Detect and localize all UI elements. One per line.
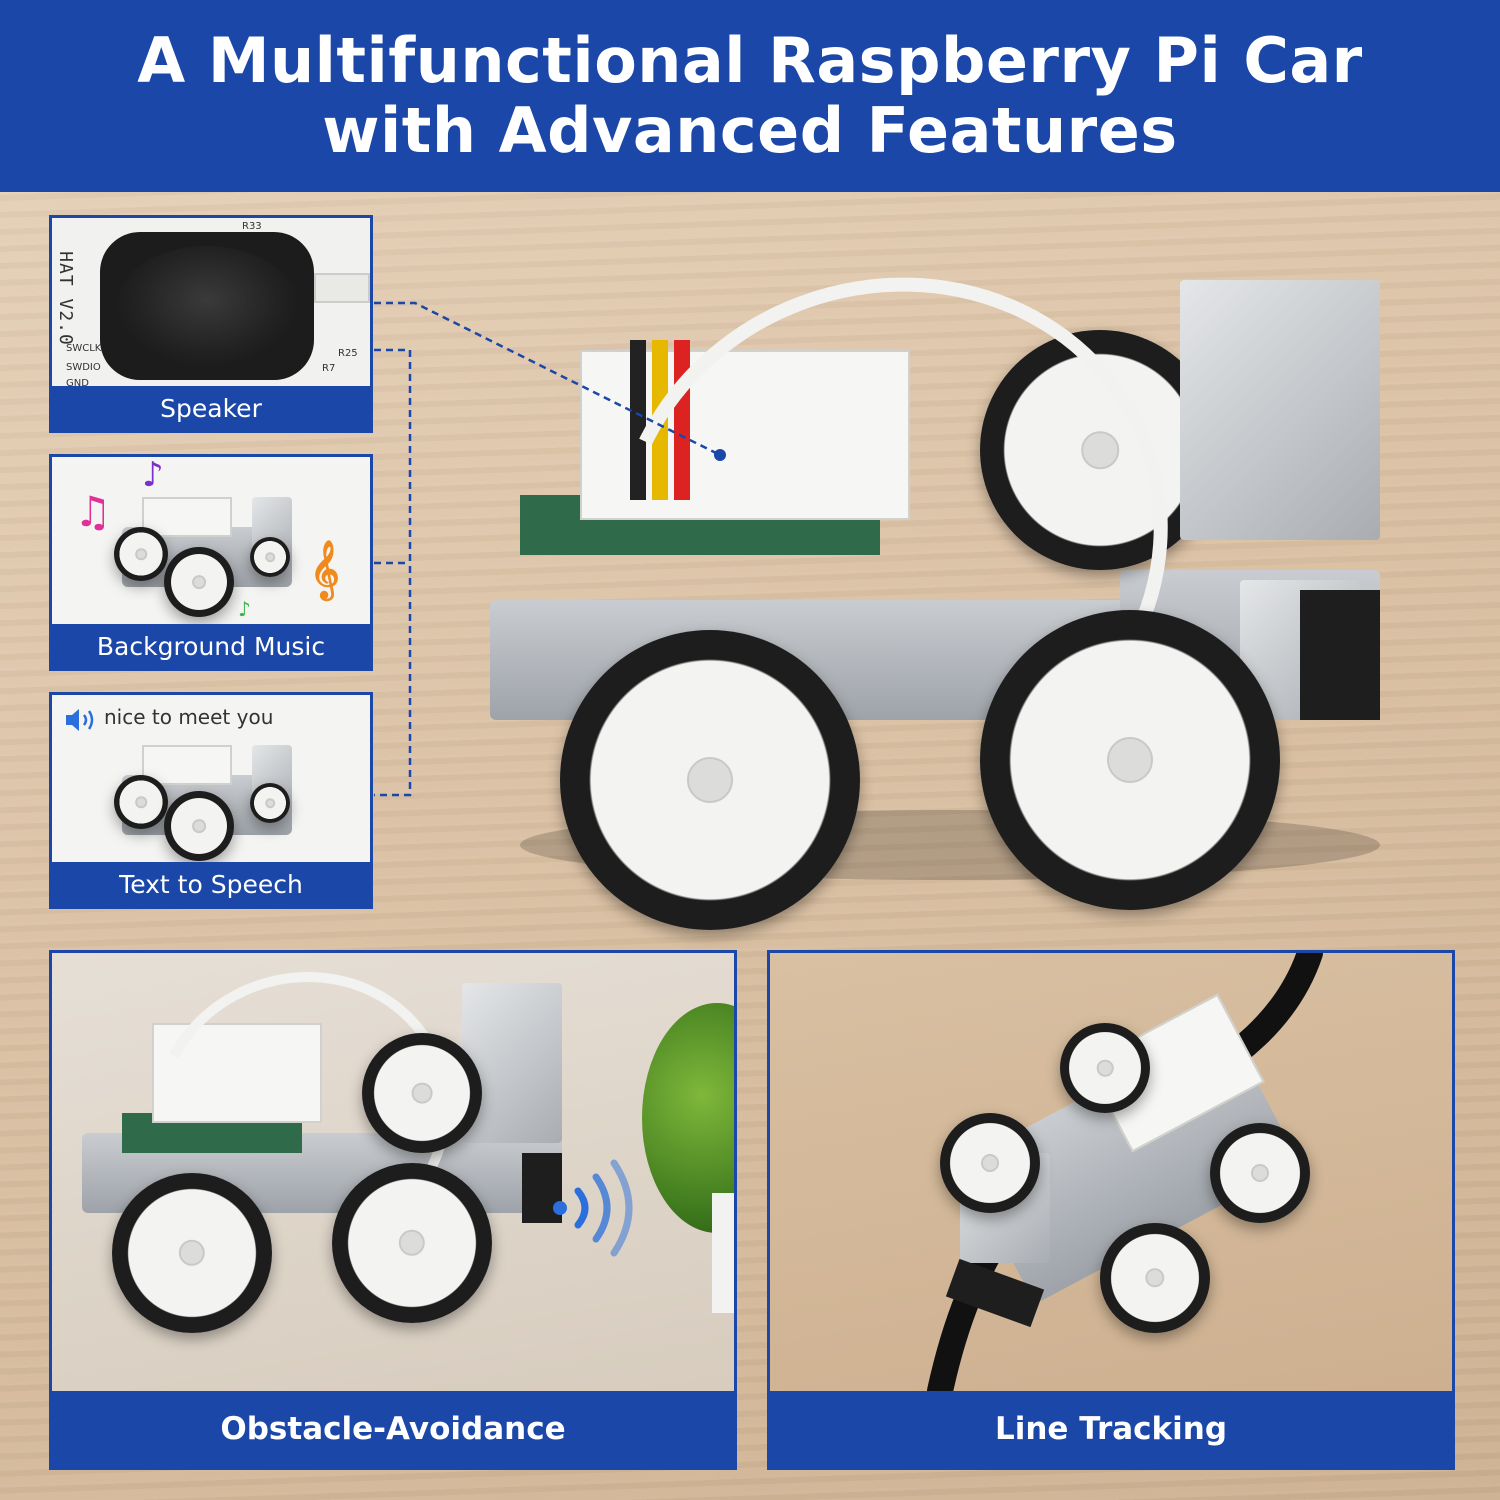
speaker-panel: HAT V2.0 SWCLK SWDIO GND R33 R25 R7 Spea… (49, 215, 373, 433)
text-to-speech-caption: Text to Speech (52, 862, 370, 906)
obstacle-avoidance-photo (52, 953, 734, 1391)
background-music-caption: Background Music (52, 624, 370, 668)
title-line-2: with Advanced Features (322, 94, 1178, 167)
music-note-icon: ♪ (142, 455, 164, 495)
pcb-resistor-label: R33 (242, 221, 262, 232)
title-banner: A Multifunctional Raspberry Pi Car with … (0, 0, 1500, 192)
background-music-panel: ♫ ♪ 𝄞 ♪ Background Music (49, 454, 373, 671)
music-note-icon: ♫ (74, 487, 112, 536)
pcb-board-label: HAT V2.0 (54, 251, 76, 346)
hero-car-illustration (440, 199, 1440, 930)
text-to-speech-photo: nice to meet you (52, 695, 370, 862)
background-music-photo: ♫ ♪ 𝄞 ♪ (52, 457, 370, 624)
wheel (560, 630, 860, 930)
speaker-icon (100, 232, 314, 380)
leader-lines (374, 301, 726, 797)
line-tracking-photo (770, 953, 1452, 1391)
pcb-resistor-label: R7 (322, 363, 336, 374)
title-line-1: A Multifunctional Raspberry Pi Car (137, 24, 1363, 97)
speaker-sound-icon (66, 709, 94, 731)
speaker-caption: Speaker (52, 386, 370, 430)
tts-speech-text: nice to meet you (104, 705, 274, 729)
camera-bracket (1180, 280, 1380, 540)
pcb-pin-label: SWCLK (66, 343, 102, 354)
pcb-resistor-label: R25 (338, 348, 358, 359)
obstacle-avoidance-caption: Obstacle-Avoidance (52, 1391, 734, 1467)
wheel (980, 610, 1280, 910)
pcb-pin-label: GND (66, 378, 89, 389)
speaker-photo: HAT V2.0 SWCLK SWDIO GND R33 R25 R7 (52, 218, 370, 389)
sound-wave-icon (553, 1159, 633, 1257)
music-note-icon: ♪ (238, 597, 251, 621)
line-tracking-caption: Line Tracking (770, 1391, 1452, 1467)
music-note-icon: 𝄞 (310, 539, 340, 598)
text-to-speech-panel: nice to meet you Text to Speech (49, 692, 373, 909)
obstacle-avoidance-panel: Obstacle-Avoidance (49, 950, 737, 1470)
pcb-pin-label: SWDIO (66, 362, 101, 373)
line-tracking-panel: Line Tracking (767, 950, 1455, 1470)
